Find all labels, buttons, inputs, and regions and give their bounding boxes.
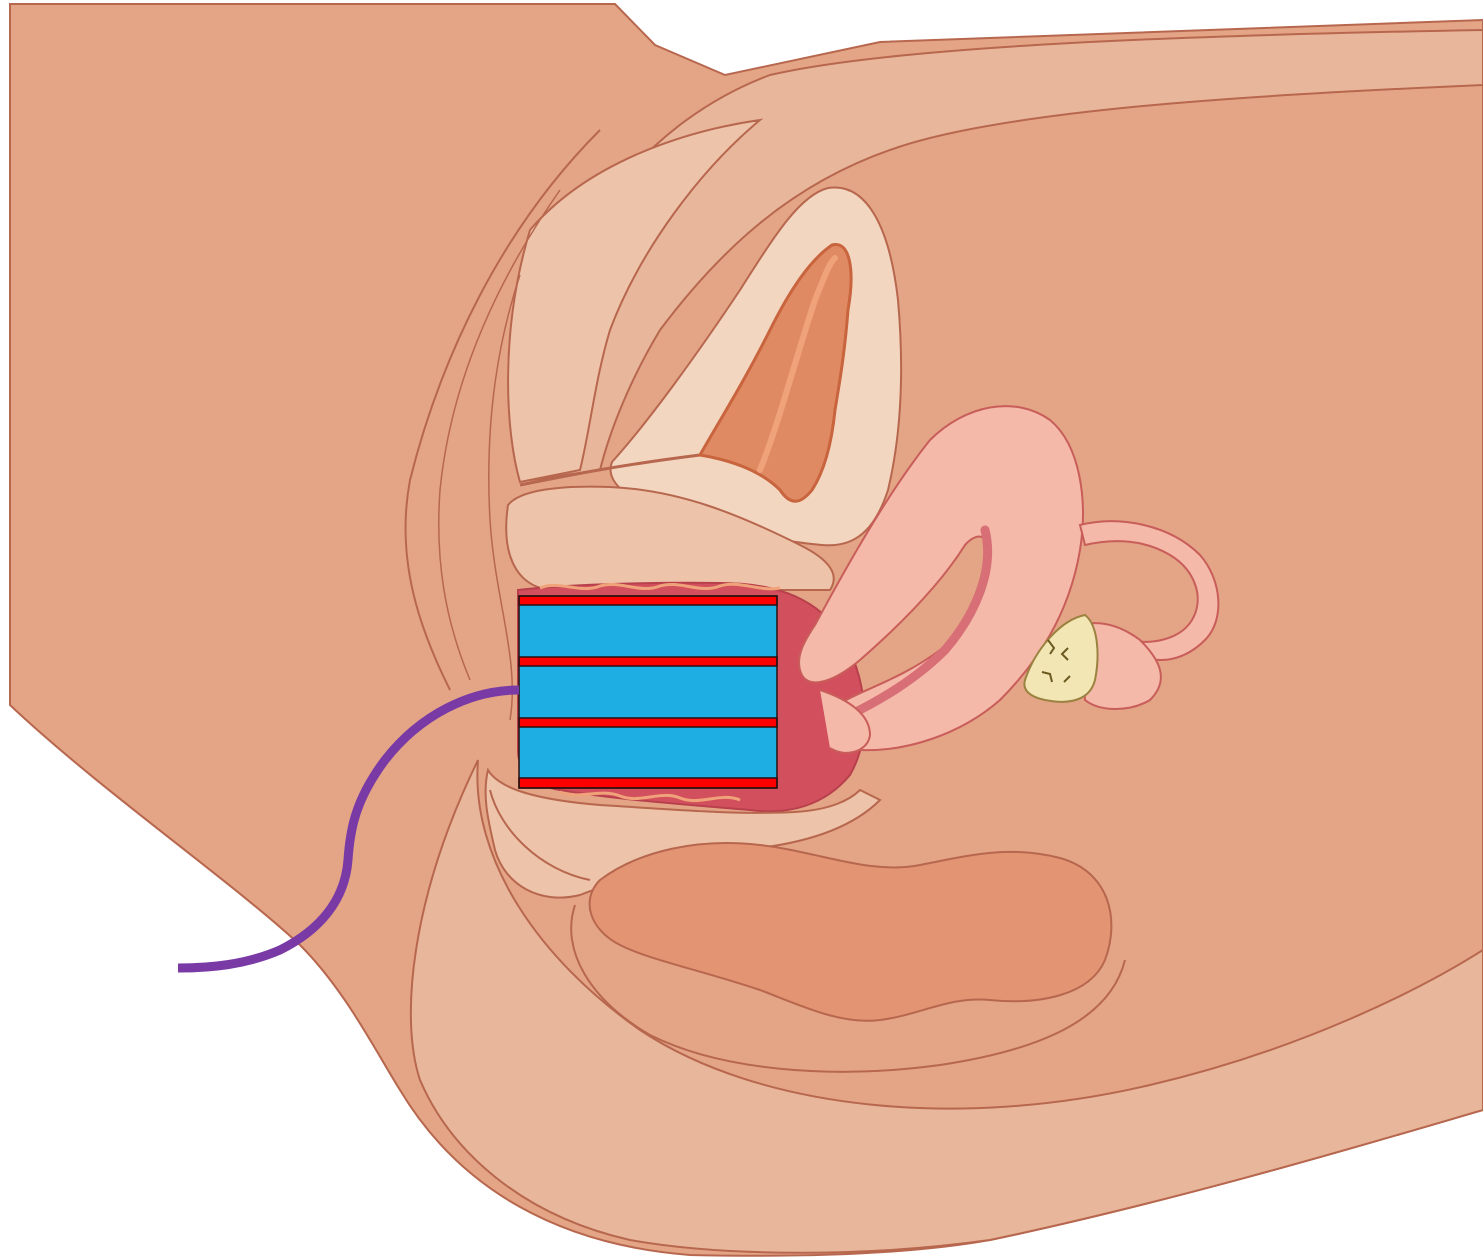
device-segment bbox=[519, 726, 777, 778]
device-band bbox=[519, 657, 777, 666]
inserted-device bbox=[519, 596, 777, 788]
device-band bbox=[519, 718, 777, 727]
device-band bbox=[519, 778, 777, 788]
device-segment bbox=[519, 604, 777, 658]
device-band bbox=[519, 596, 777, 605]
device-segment bbox=[519, 665, 777, 719]
